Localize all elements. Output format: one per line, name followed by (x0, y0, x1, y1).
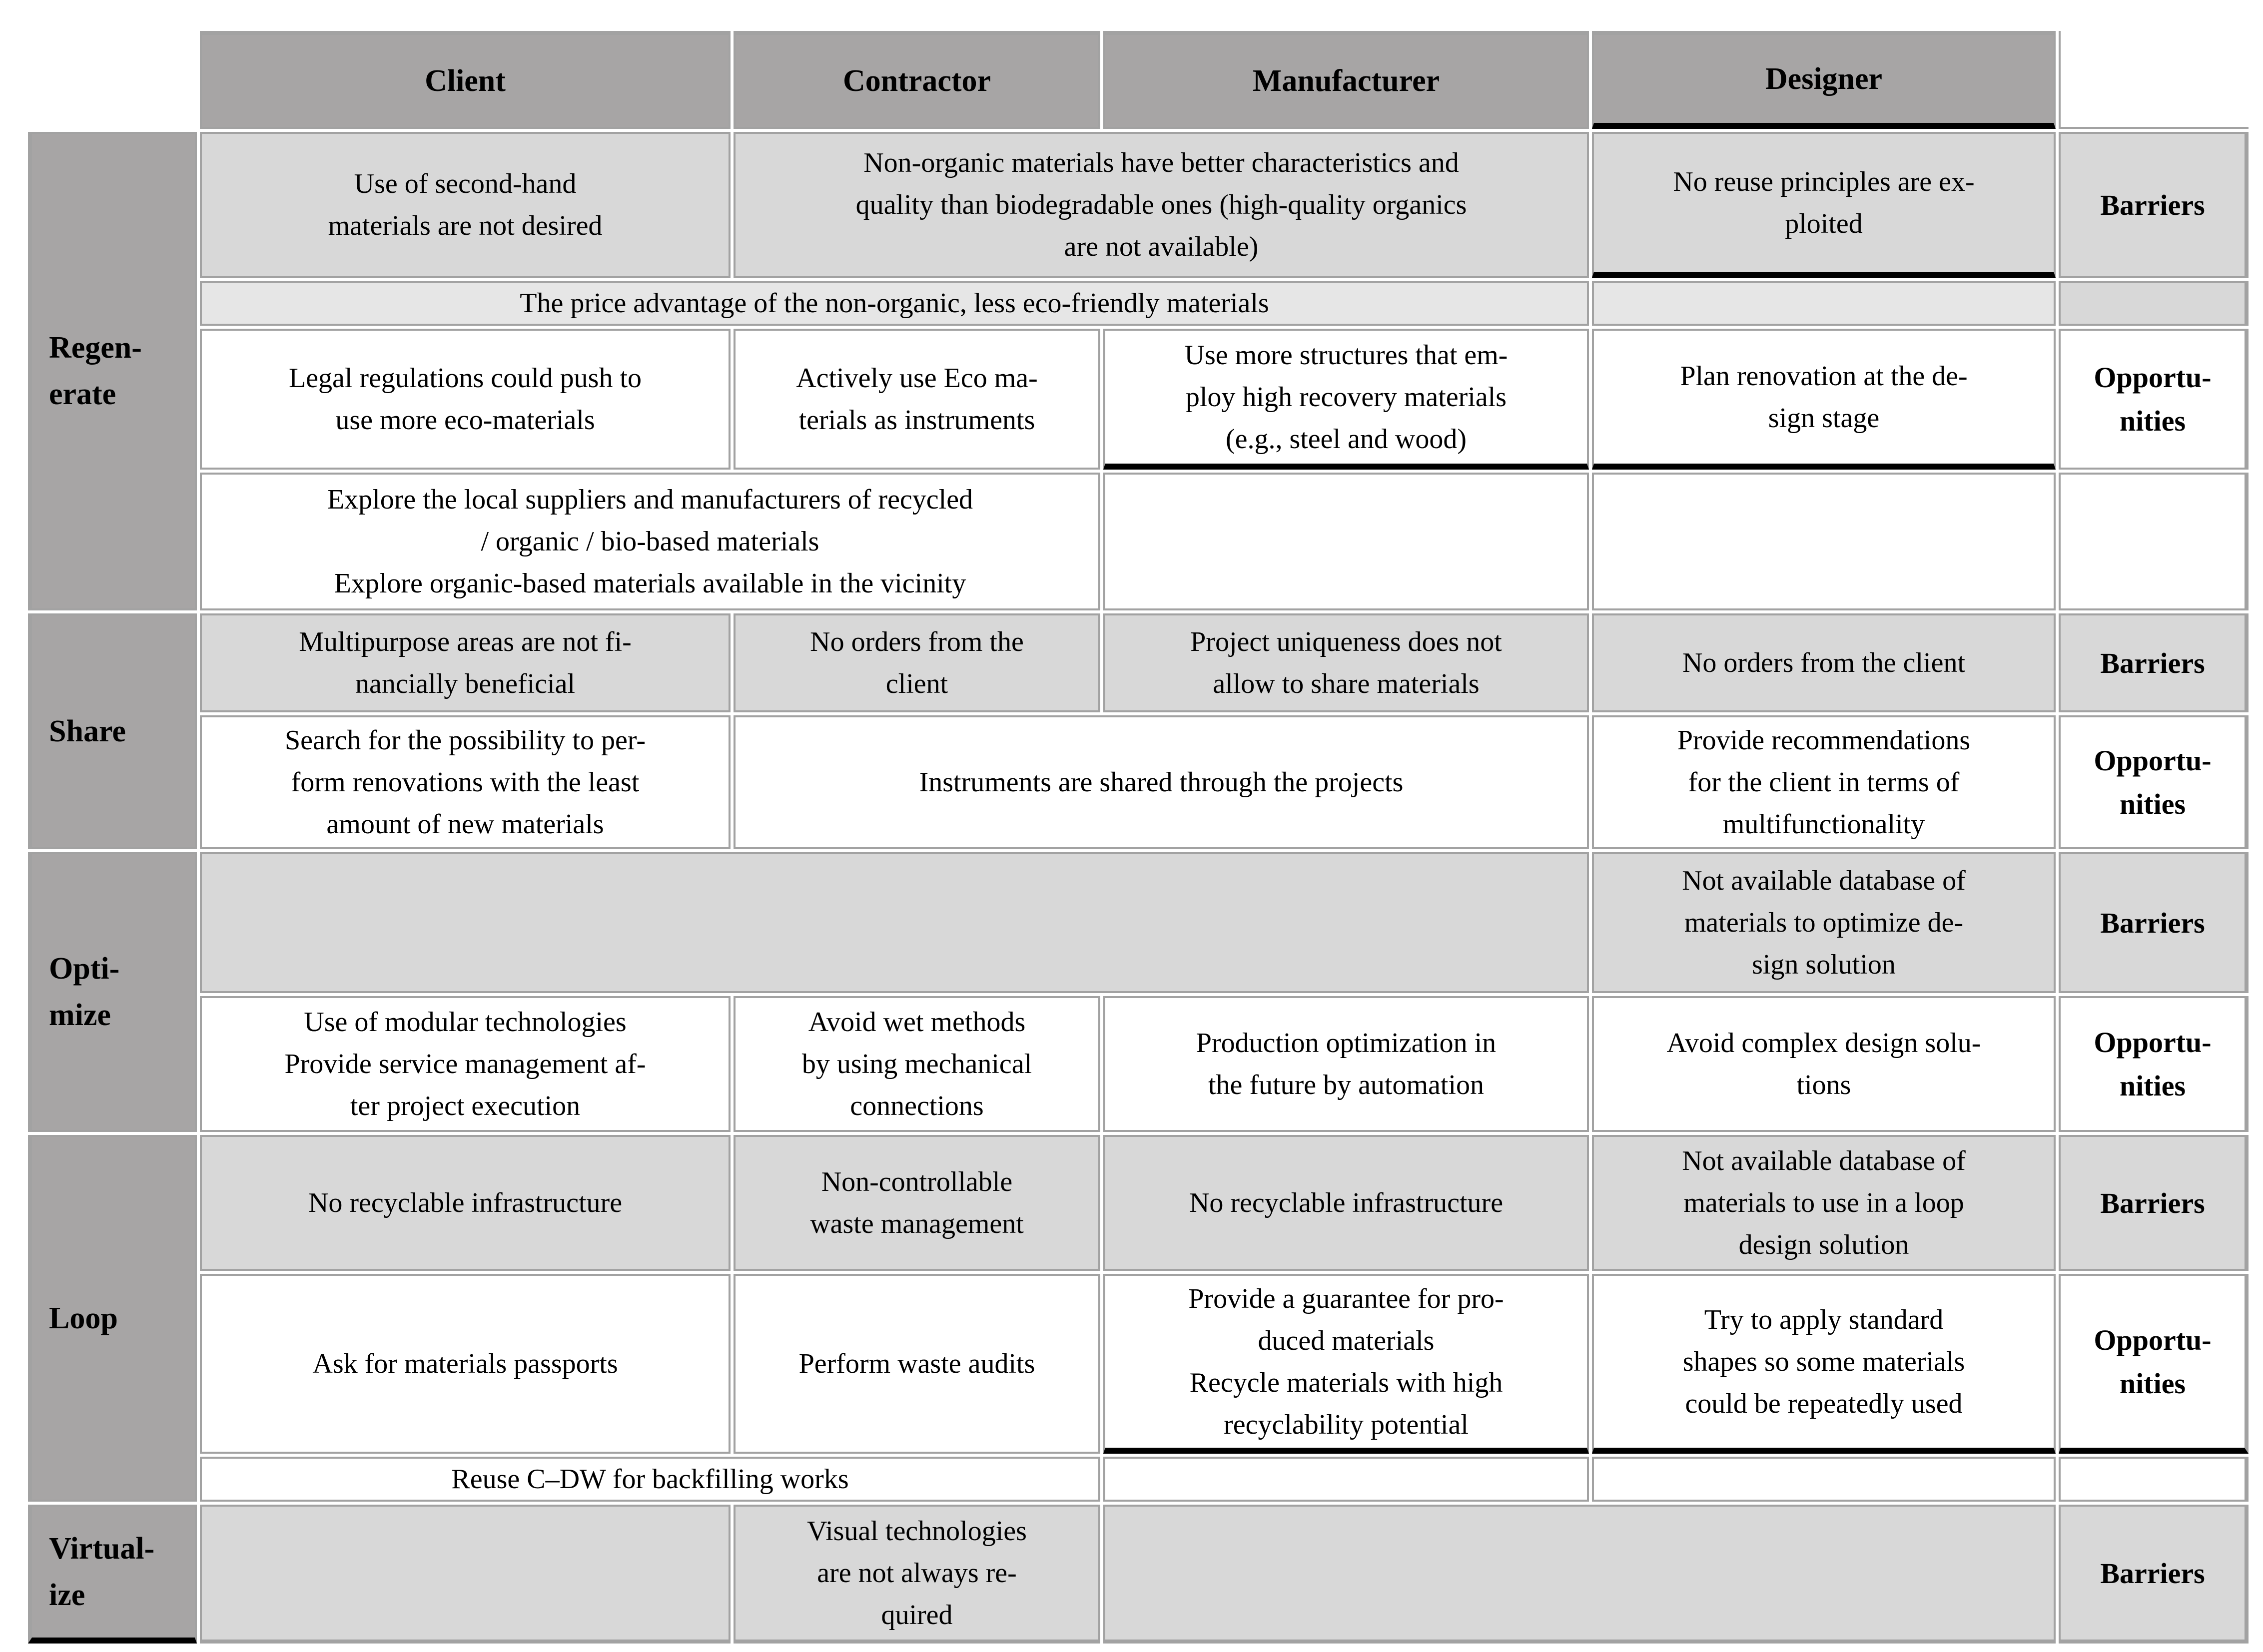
cell-loop-opportunities-client: Ask for materials passports (200, 1274, 731, 1454)
cell-share-barriers-manufacturer: Project uniqueness does not allow to sha… (1103, 613, 1589, 712)
cell-loop-reuse-manufacturer-empty (1103, 1457, 1589, 1502)
cell-optimize-opportunities-contractor: Avoid wet methods by using mechanical co… (734, 996, 1100, 1132)
row-tag-regenerate-opportunities: Opportu- nities (2059, 329, 2249, 470)
cell-regenerate-price-span: The price advantage of the non-organic, … (200, 281, 1589, 326)
cell-share-barriers-designer: No orders from the client (1592, 613, 2056, 712)
share-opportunities-row: Search for the possibility to per- form … (28, 715, 2249, 849)
cell-regenerate-explore-manufacturer-empty (1103, 473, 1589, 610)
row-group-label-share: Share (28, 613, 197, 849)
column-header-contractor: Contractor (734, 31, 1100, 129)
cell-loop-reuse-designer-empty (1592, 1457, 2056, 1502)
cell-optimize-opportunities-designer: Avoid complex design solu- tions (1592, 996, 2056, 1132)
cell-regenerate-barriers-contractor-manufacturer: Non-organic materials have better charac… (734, 132, 1589, 278)
corner-cell-top-right (2059, 31, 2249, 129)
row-group-label-virtualize: Virtual- ize (28, 1505, 197, 1644)
column-header-designer: Designer (1592, 31, 2056, 129)
row-group-label-optimize: Opti- mize (28, 852, 197, 1132)
row-tag-share-barriers: Barriers (2059, 613, 2249, 712)
optimize-opportunities-row: Use of modular technologies Provide serv… (28, 996, 2249, 1132)
cell-loop-barriers-client: No recyclable infrastructure (200, 1135, 731, 1271)
cell-loop-reuse-tag-empty (2059, 1457, 2249, 1502)
row-tag-share-opportunities: Opportu- nities (2059, 715, 2249, 849)
cell-share-barriers-client: Multipurpose areas are not fi- nancially… (200, 613, 731, 712)
cell-regenerate-price-tag-empty (2059, 281, 2249, 326)
row-tag-virtualize-barriers: Barriers (2059, 1505, 2249, 1644)
cell-virtualize-barriers-client-empty (200, 1505, 731, 1644)
cell-optimize-opportunities-client: Use of modular technologies Provide serv… (200, 996, 731, 1132)
cell-virtualize-barriers-contractor: Visual technologies are not always re- q… (734, 1505, 1100, 1644)
corner-cell-top-left (28, 31, 197, 129)
cell-share-opportunities-contractor-manufacturer: Instruments are shared through the proje… (734, 715, 1589, 849)
regenerate-opportunities-row: Legal regulations could push to use more… (28, 329, 2249, 470)
cell-optimize-opportunities-manufacturer: Production optimization in the future by… (1103, 996, 1589, 1132)
virtualize-barriers-row: Virtual- ize Visual technologies are not… (28, 1505, 2249, 1644)
cell-regenerate-opportunities-client: Legal regulations could push to use more… (200, 329, 731, 470)
cell-regenerate-opportunities-designer: Plan renovation at the de- sign stage (1592, 329, 2056, 470)
cell-share-opportunities-client: Search for the possibility to per- form … (200, 715, 731, 849)
cell-regenerate-explore-designer-empty (1592, 473, 2056, 610)
cell-optimize-barriers-designer: Not available database of materials to o… (1592, 852, 2056, 993)
cell-regenerate-explore-tag-empty (2059, 473, 2249, 610)
loop-reuse-row: Reuse C–DW for backfilling works (28, 1457, 2249, 1502)
column-header-manufacturer: Manufacturer (1103, 31, 1589, 129)
cell-regenerate-barriers-designer: No reuse principles are ex- ploited (1592, 132, 2056, 278)
regenerate-price-row: The price advantage of the non-organic, … (28, 281, 2249, 326)
row-tag-regenerate-barriers: Barriers (2059, 132, 2249, 278)
optimize-barriers-row: Opti- mize Not available database of mat… (28, 852, 2249, 1132)
row-tag-optimize-opportunities: Opportu- nities (2059, 996, 2249, 1132)
loop-opportunities-row: Ask for materials passports Perform wast… (28, 1274, 2249, 1454)
cell-loop-barriers-designer: Not available database of materials to u… (1592, 1135, 2056, 1271)
row-tag-loop-barriers: Barriers (2059, 1135, 2249, 1271)
cell-share-barriers-contractor: No orders from the client (734, 613, 1100, 712)
row-group-label-regenerate: Regen- erate (28, 132, 197, 610)
row-tag-loop-opportunities: Opportu- nities (2059, 1274, 2249, 1454)
cell-loop-opportunities-manufacturer: Provide a guarantee for pro- duced mater… (1103, 1274, 1589, 1454)
loop-barriers-row: Loop No recyclable infrastructure Non-co… (28, 1135, 2249, 1502)
cell-share-opportunities-designer: Provide recommendations for the client i… (1592, 715, 2056, 849)
share-barriers-row: Share Multipurpose areas are not fi- nan… (28, 613, 2249, 849)
cell-regenerate-barriers-client: Use of second-hand materials are not des… (200, 132, 731, 278)
cell-loop-opportunities-designer: Try to apply standard shapes so some mat… (1592, 1274, 2056, 1454)
cell-regenerate-price-designer-empty (1592, 281, 2056, 326)
stakeholder-barriers-opportunities-table: Client Contractor Manufacturer Designer … (25, 28, 2252, 1647)
row-tag-optimize-barriers: Barriers (2059, 852, 2249, 993)
cell-optimize-barriers-span-empty (200, 852, 1589, 993)
cell-loop-opportunities-contractor: Perform waste audits (734, 1274, 1100, 1454)
header-row: Client Contractor Manufacturer Designer (28, 31, 2249, 129)
cell-loop-reuse-span: Reuse C–DW for backfilling works (200, 1457, 1100, 1502)
row-group-label-loop: Loop (28, 1135, 197, 1502)
cell-virtualize-barriers-manufacturer-designer-empty (1103, 1505, 2056, 1644)
column-header-client: Client (200, 31, 731, 129)
regenerate-barriers-row: Regen- erate Use of second-hand material… (28, 132, 2249, 610)
cell-loop-barriers-manufacturer: No recyclable infrastructure (1103, 1135, 1589, 1271)
cell-regenerate-opportunities-contractor: Actively use Eco ma- terials as instrume… (734, 329, 1100, 470)
cell-regenerate-opportunities-manufacturer: Use more structures that em- ploy high r… (1103, 329, 1589, 470)
cell-loop-barriers-contractor: Non-controllable waste management (734, 1135, 1100, 1271)
regenerate-explore-row: Explore the local suppliers and manufact… (28, 473, 2249, 610)
cell-regenerate-explore-span: Explore the local suppliers and manufact… (200, 473, 1100, 610)
